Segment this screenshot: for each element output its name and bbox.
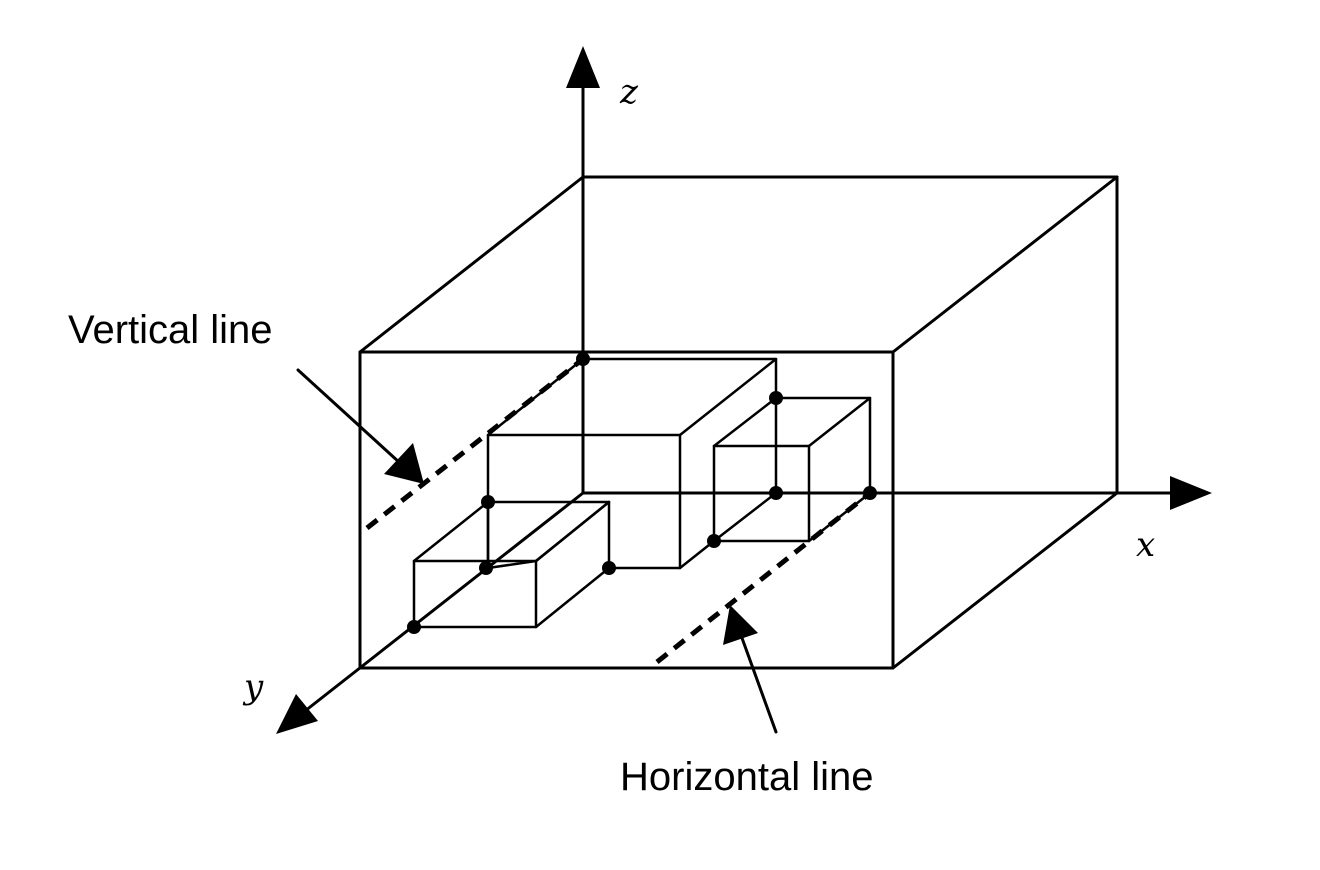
x-axis-label: x (1136, 525, 1155, 565)
x-axis-arrowhead (1170, 476, 1212, 510)
small-right-block-top (712, 396, 872, 448)
y-axis-arrowhead (276, 694, 318, 734)
vertex-dot (769, 486, 783, 500)
vertex-dot (863, 486, 877, 500)
large-block (486, 357, 778, 570)
vertex-dot (769, 391, 783, 405)
horizontal-line-pointer-shaft (740, 636, 778, 734)
small-right-block (712, 396, 872, 543)
vertical-line-pointer-shaft (296, 368, 402, 465)
vertex-dot (481, 495, 495, 509)
vertical-line-dashed (365, 357, 585, 530)
small-left-block-top-divider (534, 500, 611, 563)
outer-box (358, 175, 1119, 670)
outer-box-front-face (358, 350, 895, 670)
small-right-block-base-edge (712, 491, 778, 543)
small-left-block-mid-edge (486, 559, 538, 570)
vertex-dots (407, 352, 877, 634)
vertical-line-pointer (296, 368, 424, 484)
vertex-dot (576, 352, 590, 366)
y-axis-line (303, 491, 585, 713)
vertical-line-pointer-arrowhead (384, 443, 424, 484)
horizontal-line-pointer (723, 605, 778, 734)
large-block-front-right (607, 433, 682, 570)
small-left-block-front (412, 559, 538, 629)
horizontal-line-pointer-arrowhead (723, 605, 758, 645)
outer-box-right-edges (891, 175, 1119, 670)
horizontal-line-label: Horizontal line (620, 755, 873, 799)
large-block-bottom-right (678, 539, 716, 570)
z-axis-arrowhead (566, 46, 600, 88)
horizontal-line-dashed (655, 491, 872, 664)
vertical-line-label: Vertical line (68, 308, 273, 352)
vertex-dot (707, 534, 721, 548)
vertex-dot (602, 561, 616, 575)
small-left-block (412, 500, 611, 629)
outer-box-top-edges (358, 175, 1119, 354)
y-axis-label: y (242, 667, 264, 707)
vertex-dot (479, 561, 493, 575)
vertex-dot (407, 620, 421, 634)
z-axis-label: z (619, 72, 639, 112)
small-left-block-top (412, 500, 611, 563)
